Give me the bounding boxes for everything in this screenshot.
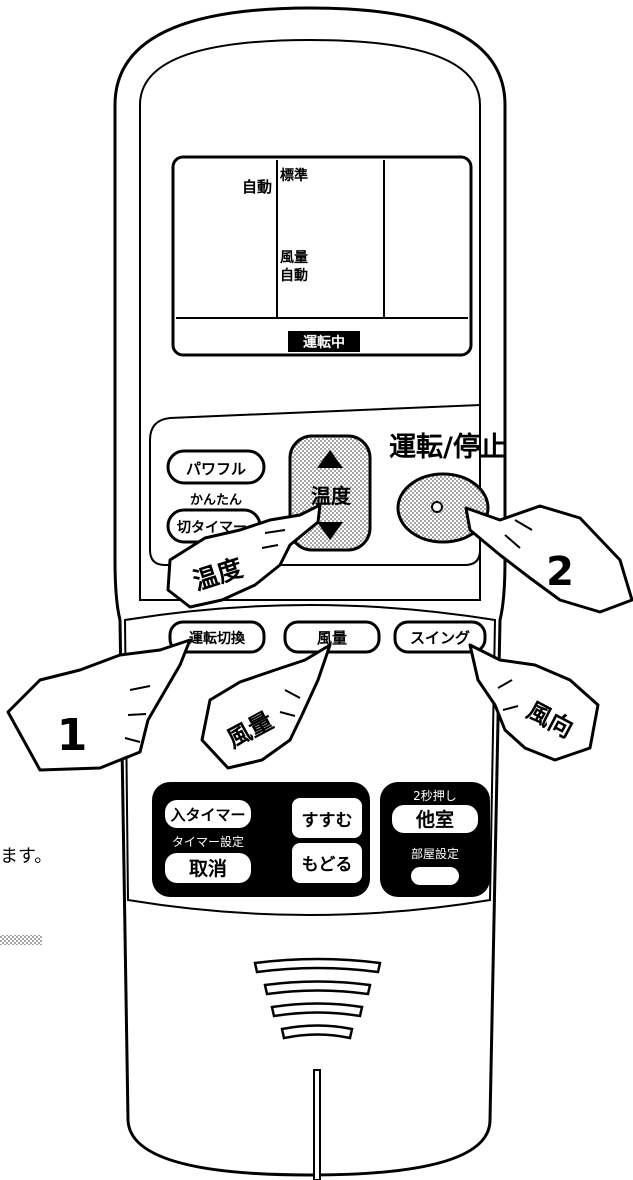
back-button[interactable]: もどる bbox=[292, 843, 362, 883]
svg-text:1: 1 bbox=[57, 710, 88, 761]
room-setting-label: 部屋設定 bbox=[411, 846, 459, 861]
dotted-mark bbox=[0, 935, 42, 945]
upper-button-panel bbox=[149, 403, 481, 566]
svg-text:すすむ: すすむ bbox=[302, 811, 353, 831]
battery-slit bbox=[313, 1069, 321, 1180]
hand-fan: 風量 bbox=[200, 643, 332, 770]
advance-button[interactable]: すすむ bbox=[292, 798, 362, 838]
svg-text:パワフル: パワフル bbox=[186, 460, 246, 478]
hand-direction: 風向 bbox=[468, 643, 600, 762]
svg-text:2: 2 bbox=[546, 549, 574, 595]
hand-step2: 2 bbox=[464, 504, 633, 614]
cancel-button[interactable]: 取消 bbox=[165, 853, 251, 883]
side-text: ます。 bbox=[0, 846, 52, 867]
lcd-fan-label: 風量 bbox=[280, 250, 308, 266]
swing-button[interactable]: スイング bbox=[393, 620, 487, 654]
mode-switch-button[interactable]: 運転切換 bbox=[168, 620, 266, 654]
timer-setting-label: タイマー設定 bbox=[172, 834, 244, 849]
two-sec-label: 2秒押し bbox=[413, 789, 457, 803]
run-stop-label: 運転/停止 bbox=[389, 431, 507, 463]
svg-text:運転切換: 運転切換 bbox=[189, 630, 246, 647]
svg-text:もどる: もどる bbox=[302, 855, 353, 875]
run-stop-button[interactable] bbox=[396, 472, 490, 544]
other-room-button[interactable]: 他室 bbox=[392, 805, 478, 833]
lcd-status: 運転中 bbox=[303, 334, 345, 351]
powerful-button[interactable]: パワフル bbox=[166, 449, 266, 485]
fan-button[interactable]: 風量 bbox=[283, 620, 381, 654]
remote-lower-panel bbox=[123, 604, 497, 916]
lcd-mode: 自動 bbox=[242, 178, 272, 196]
lcd-fan-auto: 自動 bbox=[280, 267, 308, 284]
down-arrow-icon[interactable] bbox=[317, 522, 343, 540]
remote-inner-outline bbox=[139, 38, 481, 601]
svg-text:温度: 温度 bbox=[311, 484, 352, 508]
svg-text:取消: 取消 bbox=[189, 857, 227, 880]
up-arrow-icon[interactable] bbox=[317, 450, 343, 468]
svg-text:風量: 風量 bbox=[317, 629, 347, 647]
speaker-grille bbox=[253, 957, 382, 1040]
svg-text:他室: 他室 bbox=[415, 808, 454, 831]
hand-temperature: 温度 bbox=[166, 503, 322, 609]
svg-text:スイング: スイング bbox=[410, 629, 470, 647]
hand-step1: 1 bbox=[6, 638, 192, 772]
svg-text:入タイマー: 入タイマー bbox=[170, 806, 245, 824]
lcd-temp-level: 標準 bbox=[280, 167, 308, 184]
easy-label: かんたん bbox=[190, 493, 242, 508]
room-setting-button[interactable] bbox=[411, 867, 459, 885]
lcd-screen: 自動 標準 風量 自動 運転中 bbox=[171, 155, 473, 357]
on-timer-button[interactable]: 入タイマー bbox=[165, 800, 251, 828]
